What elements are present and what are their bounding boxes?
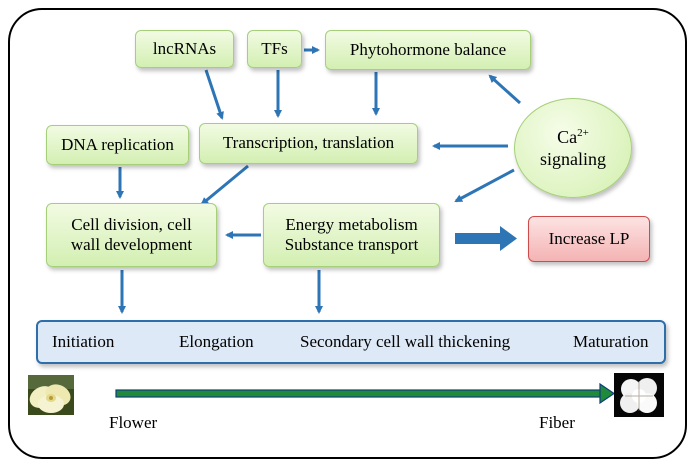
arrow-calcium-to-energy: [454, 168, 515, 203]
cotton-flower-image: [28, 375, 74, 415]
phytohormone-box: Phytohormone balance: [325, 30, 531, 70]
phytohormone-label: Phytohormone balance: [349, 39, 507, 59]
increase-lp-label: Increase LP: [548, 228, 630, 248]
arrow-calcium-to-phytohormone: [488, 74, 522, 105]
energy-label-line2: Substance transport: [284, 235, 419, 254]
timeline-arrow: [115, 382, 616, 405]
dna-replication-label: DNA replication: [61, 134, 174, 154]
transcription-box: Transcription, translation: [199, 123, 418, 164]
timeline-end-label: Fiber: [539, 413, 575, 432]
energy-metabolism-box: Energy metabolism Substance transport: [263, 203, 440, 267]
developmental-stages-bar: [36, 320, 666, 364]
cell-division-label-line1: Cell division, cell: [71, 214, 192, 234]
stage-secondary-cell-wall: Secondary cell wall thickening: [300, 332, 511, 351]
transcription-label: Transcription, translation: [222, 133, 395, 153]
signaling-label: signaling: [540, 149, 606, 169]
stage-maturation: Maturation: [573, 332, 649, 351]
cell-division-box: Cell division, cell wall development: [46, 203, 217, 267]
dna-replication-box: DNA replication: [46, 125, 189, 165]
diagram-frame: [8, 8, 687, 459]
energy-label-line1: Energy metabolism: [285, 214, 418, 234]
arrow-energy-to-increase-lp: [455, 226, 517, 251]
arrow-lncrnas-to-transcription: [204, 69, 224, 120]
tfs-label: TFs: [261, 38, 288, 58]
tfs-box: TFs: [247, 30, 302, 68]
stage-initiation: Initiation: [52, 332, 115, 351]
calcium-signaling-circle: Ca2+ signaling: [514, 98, 632, 198]
calcium-label: Ca2+: [557, 126, 589, 147]
cotton-boll-image: [614, 373, 664, 417]
arrow-transcription-to-cell-division: [200, 164, 249, 206]
stage-elongation: Elongation: [179, 332, 254, 351]
cell-division-label-line2: wall development: [70, 235, 193, 254]
lncrnas-label: lncRNAs: [152, 38, 217, 58]
lncrnas-box: lncRNAs: [135, 30, 234, 68]
timeline-start-label: Flower: [109, 413, 158, 432]
increase-lp-box: Increase LP: [528, 216, 650, 262]
